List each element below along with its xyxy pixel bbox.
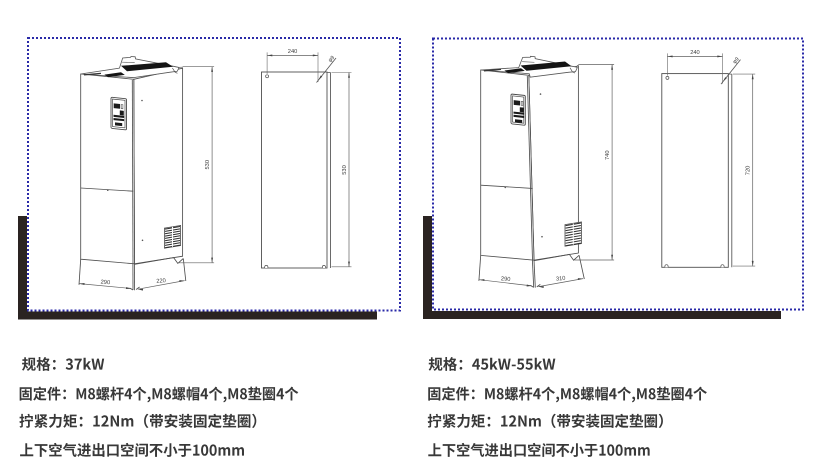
svg-text:720: 720	[746, 166, 752, 176]
svg-text:220: 220	[156, 278, 166, 285]
svg-text:290: 290	[100, 279, 110, 286]
svg-text:φ9: φ9	[327, 55, 336, 64]
svg-text:740: 740	[605, 151, 611, 161]
svg-text:φ9: φ9	[732, 56, 741, 65]
svg-text:240: 240	[288, 49, 298, 55]
svg-text:530: 530	[205, 160, 211, 170]
svg-text:310: 310	[556, 276, 566, 283]
svg-text:290: 290	[501, 276, 511, 283]
svg-text:240: 240	[690, 50, 700, 56]
svg-text:530: 530	[342, 165, 348, 175]
